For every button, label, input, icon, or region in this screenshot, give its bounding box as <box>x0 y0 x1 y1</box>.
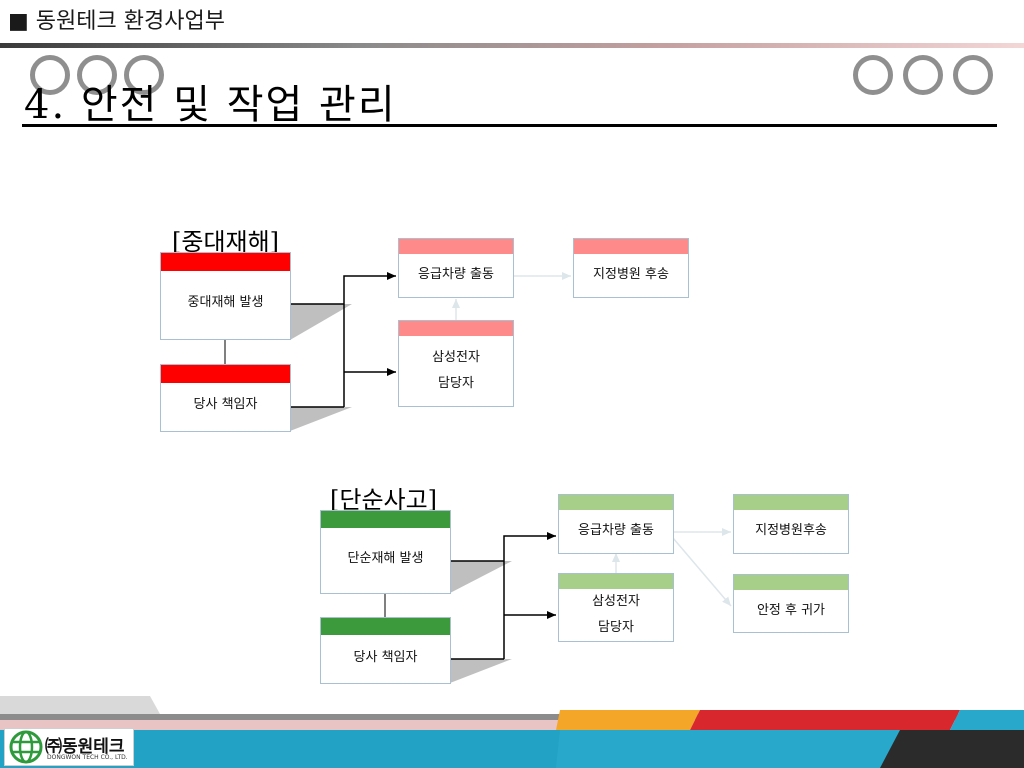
major-samsung-box: 삼성전자 담당자 <box>398 320 514 407</box>
simple-occurrence-box: 단순재해 발생 <box>320 510 451 594</box>
major-manager-box: 당사 책임자 <box>160 364 291 432</box>
header-divider <box>0 43 1024 48</box>
box-header <box>399 321 513 336</box>
box-header <box>161 253 290 271</box>
circle-icon <box>903 55 943 95</box>
circle-icon <box>77 55 117 95</box>
box-header <box>559 495 673 510</box>
header-title: ■ 동원테크 환경사업부 <box>8 9 225 34</box>
simple-dispatch-box: 응급차량 출동 <box>558 494 674 554</box>
major-hospital-box: 지정병원 후송 <box>573 238 689 298</box>
box-header <box>734 575 848 590</box>
box-header <box>321 511 450 528</box>
box-label: 단순재해 발생 <box>347 551 424 566</box>
simple-accident-label: [단순사고] <box>330 486 438 514</box>
simple-manager-box: 당사 책임자 <box>320 617 451 684</box>
box-header <box>574 239 688 254</box>
box-label: 지정병원후송 <box>755 523 827 538</box>
box-label: 응급차량 출동 <box>418 267 494 282</box>
box-label: 중대재해 발생 <box>187 295 264 310</box>
company-logo: ㈜동원테크 DONGWON TECH CO., LTD. <box>4 728 134 766</box>
globe-icon <box>9 730 43 764</box>
box-label: 삼성전자 담당자 <box>592 593 640 635</box>
box-header <box>559 574 673 589</box>
box-label: 응급차량 출동 <box>578 523 654 538</box>
box-label: 당사 책임자 <box>353 649 418 665</box>
circle-icon <box>30 55 70 95</box>
simple-hospital-box: 지정병원후송 <box>733 494 849 554</box>
simple-return-box: 안정 후 귀가 <box>733 574 849 633</box>
box-label: 안정 후 귀가 <box>756 602 826 618</box>
box-header <box>399 239 513 254</box>
box-label: 당사 책임자 <box>193 397 258 412</box>
major-dispatch-box: 응급차량 출동 <box>398 238 514 298</box>
box-label: 삼성전자 담당자 <box>432 349 480 391</box>
simple-samsung-box: 삼성전자 담당자 <box>558 573 674 642</box>
major-incident-label: [중대재해] <box>172 228 280 256</box>
major-occurrence-box: 중대재해 발생 <box>160 252 291 340</box>
page-title: 4. 안전 및 작업 관리 <box>24 82 397 128</box>
logo-company-subtitle: DONGWON TECH CO., LTD. <box>47 754 128 761</box>
logo-company-name: ㈜동원테크 <box>45 737 125 757</box>
circle-icon <box>953 55 993 95</box>
circle-icon <box>853 55 893 95</box>
box-header <box>321 618 450 635</box>
title-underline <box>22 124 997 127</box>
box-header <box>161 365 290 383</box>
box-label: 지정병원 후송 <box>593 267 669 282</box>
footer-band <box>0 696 1024 768</box>
box-header <box>734 495 848 510</box>
circle-icon <box>124 55 164 95</box>
